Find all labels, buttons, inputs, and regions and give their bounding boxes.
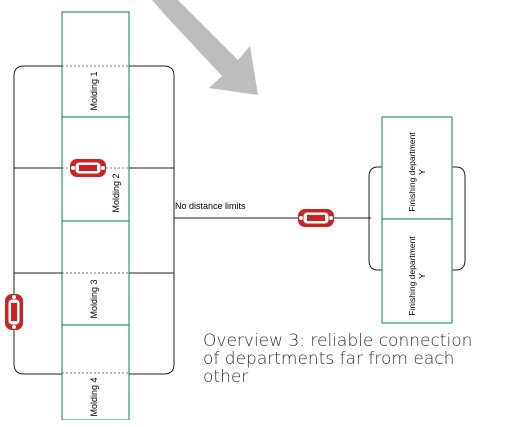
finishing-cell-1 [381, 116, 453, 220]
connection-label: No distance limits [175, 201, 246, 211]
agv-vehicle-icon [5, 294, 23, 330]
caption: Overview 3: reliable connection of depar… [203, 332, 523, 386]
arrow-icon [152, 0, 258, 95]
molding-label-2: Molding 2 [111, 173, 121, 213]
molding-label-1: Molding 1 [89, 71, 99, 111]
finishing-label-2: Finishing department Y [407, 236, 427, 316]
molding-label-4: Molding 4 [89, 377, 99, 417]
agv-vehicle-icon [70, 159, 106, 177]
finishing-column [381, 116, 453, 324]
caption-line-1: Overview 3: reliable connection [203, 331, 473, 351]
caption-line-2: of departments far from each [203, 349, 455, 369]
finishing-cell-2 [381, 218, 453, 324]
molding-label-3: Molding 3 [89, 279, 99, 319]
finishing-label-1: Finishing department Y [407, 132, 427, 212]
caption-line-3: other [203, 367, 249, 387]
agv-vehicle-icon [298, 209, 334, 227]
connector-lines [13, 65, 466, 375]
molding-cell-4 [61, 324, 130, 420]
